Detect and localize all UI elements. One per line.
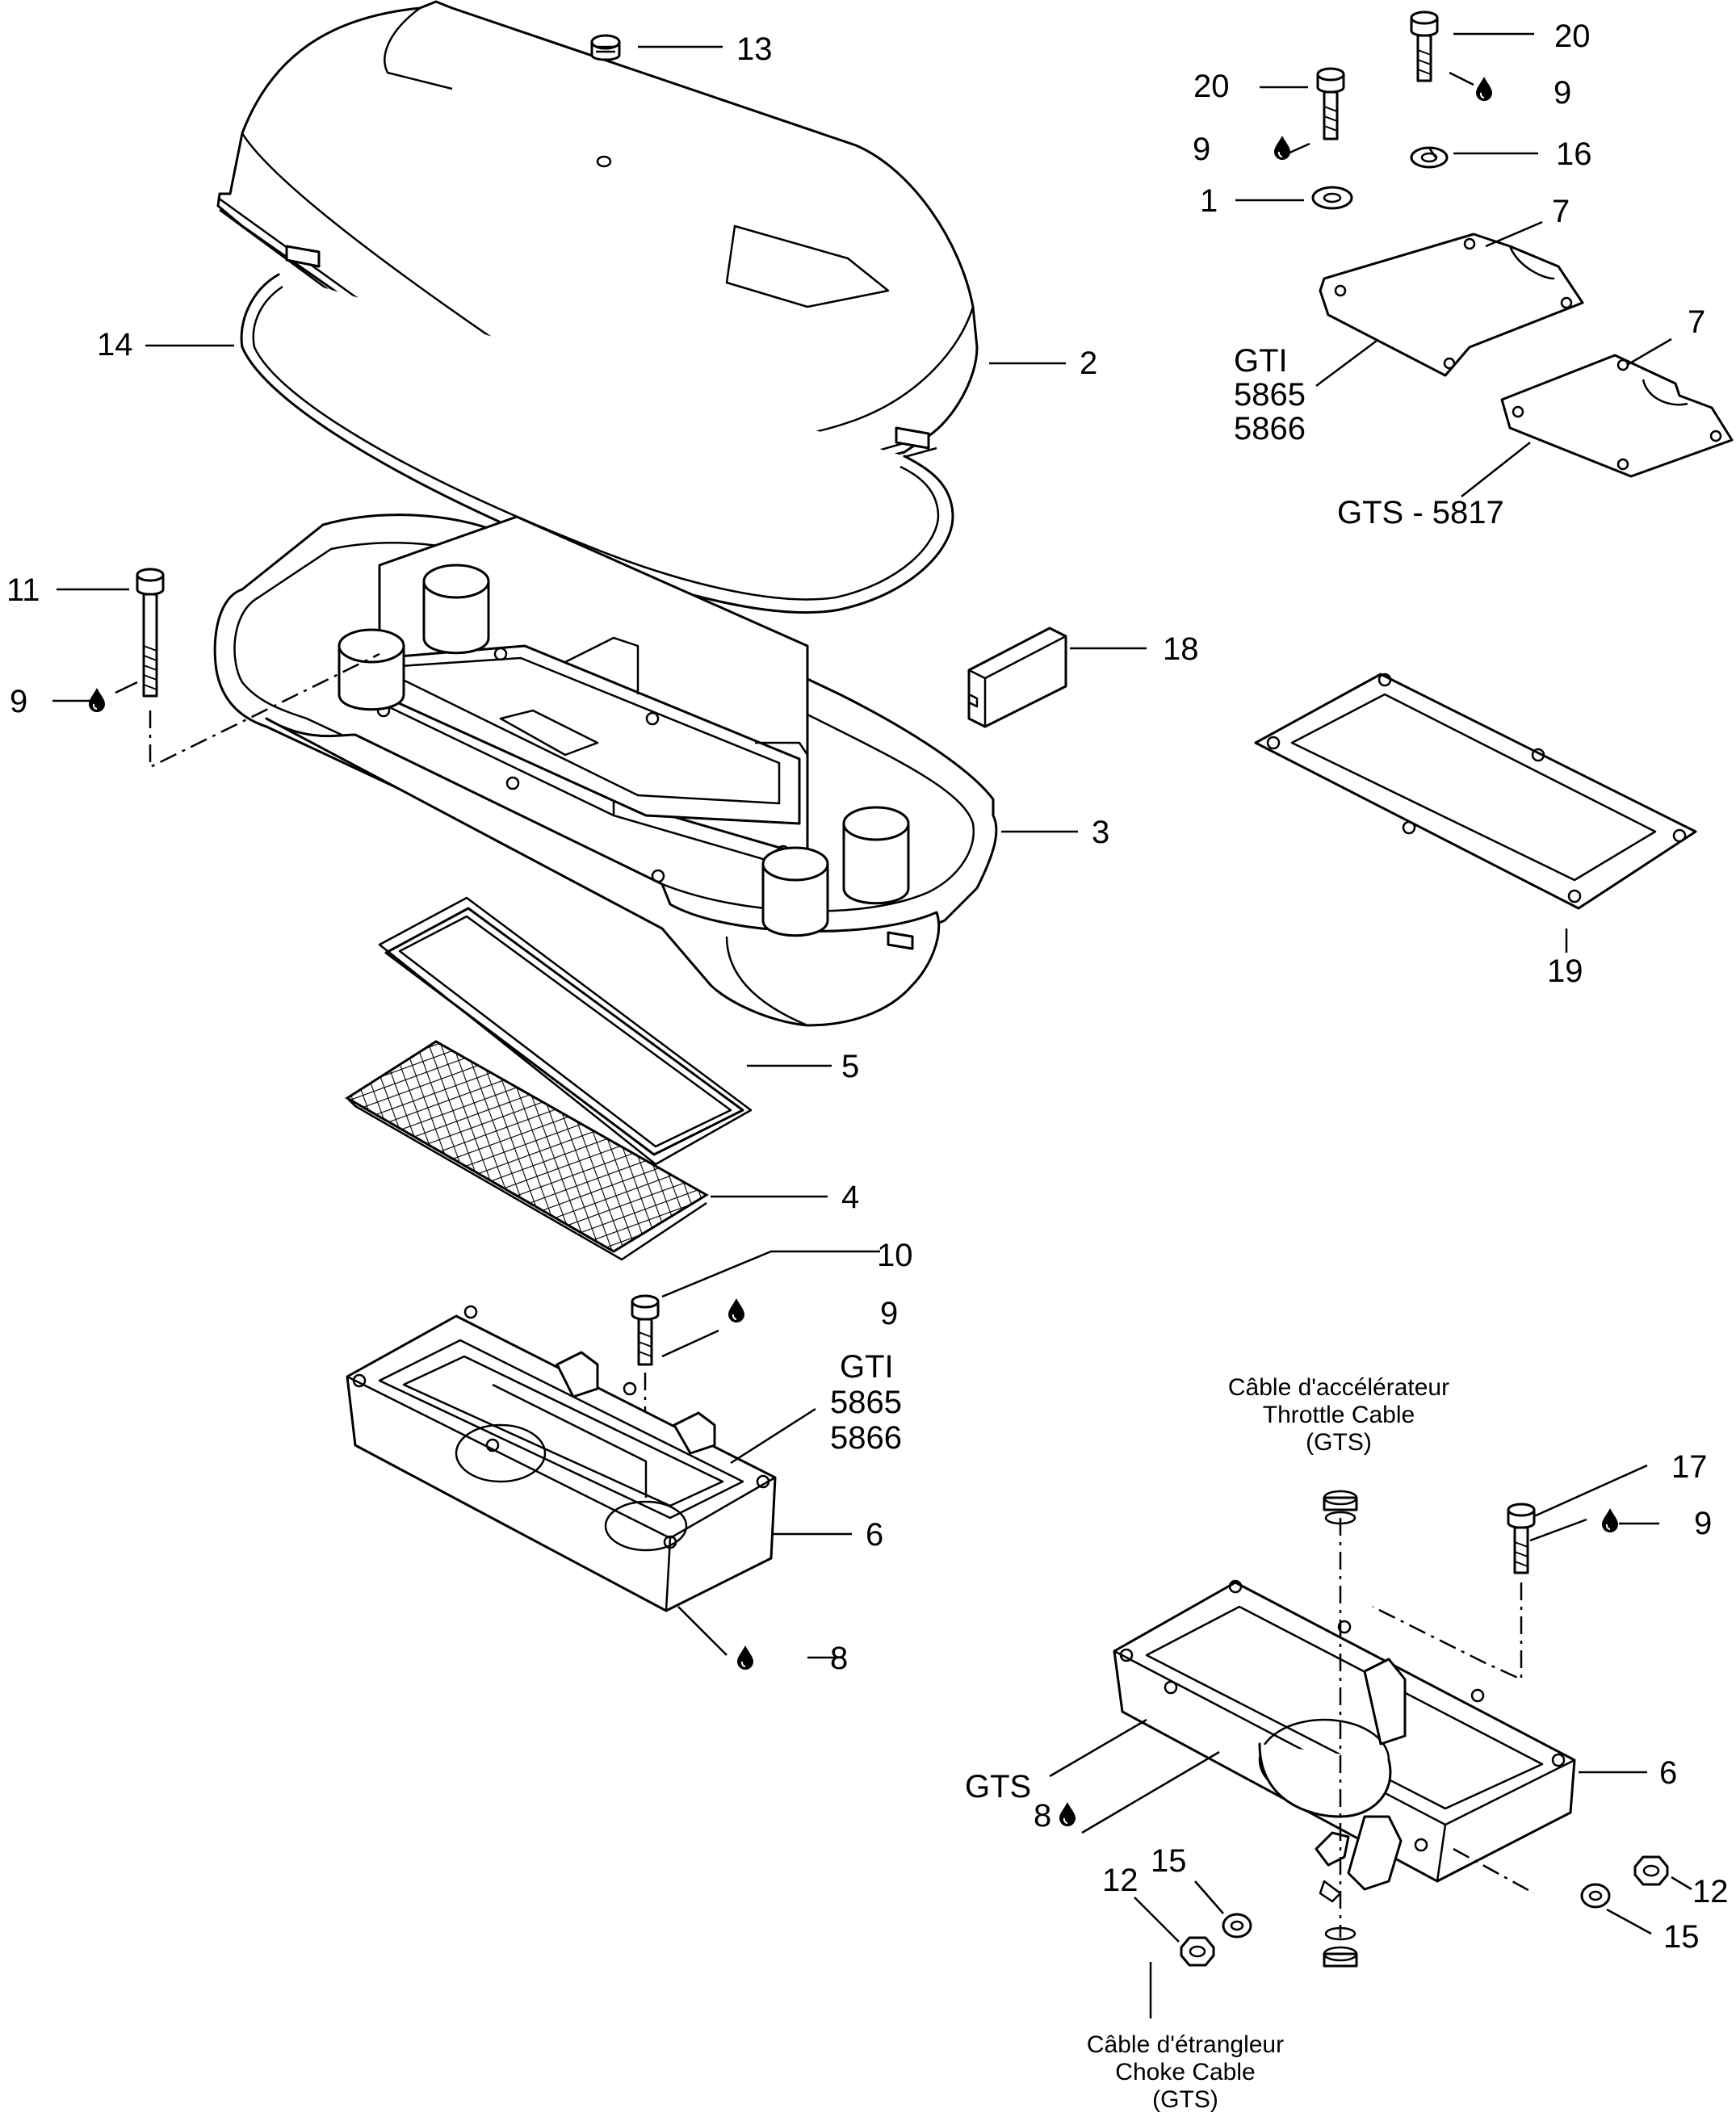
bolt-11 — [136, 568, 165, 698]
choke-caption-en: Choke Cable — [1115, 2059, 1255, 2085]
variant-gts-top: GTS - 5817 — [1337, 495, 1504, 530]
screw-10 — [631, 1294, 660, 1366]
choke-nut-bottom — [1323, 1926, 1358, 1968]
filter-frame — [378, 896, 753, 1166]
callout-6: 6 — [866, 1517, 883, 1553]
washer-15-left — [1222, 1913, 1252, 1939]
carburetor-adapter-gts — [1113, 1579, 1576, 1903]
callout-15: 15 — [1663, 1919, 1700, 1955]
callout-12: 12 — [1102, 1863, 1138, 1898]
callout-12: 12 — [1692, 1874, 1729, 1909]
throttle-caption-en: Throttle Cable — [1263, 1402, 1415, 1428]
callout-20: 20 — [1193, 69, 1230, 104]
callout-9: 9 — [1554, 75, 1571, 111]
throttle-caption-model: (GTS) — [1306, 1429, 1372, 1456]
drop-icon — [89, 688, 105, 712]
nut-12-right — [1633, 1855, 1669, 1886]
callout-20: 20 — [1554, 19, 1591, 54]
nut-right-centerline — [1453, 1847, 1535, 1895]
choke-caption-fr: Câble d'étrangleur — [1087, 2031, 1284, 2058]
callout-8: 8 — [830, 1641, 848, 1676]
screw-20-a — [1410, 10, 1439, 82]
callout-9: 9 — [1694, 1506, 1712, 1541]
throttle-nut-top — [1323, 1490, 1358, 1525]
callout-7: 7 — [1552, 194, 1570, 229]
variant-gts-low: GTS — [965, 1769, 1031, 1805]
callout-6: 6 — [1659, 1755, 1677, 1791]
leader-lines — [52, 32, 1692, 2018]
choke-caption-model: (GTS) — [1152, 2086, 1218, 2113]
screw-17-centerline — [1372, 1582, 1523, 1681]
callout-9: 9 — [880, 1296, 898, 1331]
plate-7-gti — [1319, 233, 1584, 377]
washer-15-right — [1580, 1883, 1611, 1909]
throttle-caption-fr: Câble d'accélérateur — [1228, 1374, 1449, 1401]
variant-gti-top: GTI — [1234, 343, 1288, 379]
callout-9: 9 — [10, 684, 27, 719]
drop-icon — [728, 1298, 744, 1322]
clip-18 — [967, 627, 1067, 728]
plate-7-gts — [1500, 354, 1734, 478]
variant-gti-top: 5866 — [1234, 411, 1306, 446]
callout-4: 4 — [841, 1180, 859, 1215]
callout-labels: 13 20 20 9 9 16 1 7 7 14 2 11 9 18 3 19 … — [6, 19, 1729, 1955]
callout-7: 7 — [1688, 304, 1705, 340]
lock-washer-16 — [1410, 146, 1449, 169]
callout-16: 16 — [1556, 136, 1592, 172]
screw-20-b — [1316, 67, 1345, 140]
nut-12-left — [1180, 1936, 1215, 1967]
variant-labels: GTI 5865 5866 GTS - 5817 GTI 5865 5866 G… — [830, 343, 1504, 1805]
air-box-base — [213, 513, 998, 1027]
callout-11: 11 — [6, 572, 40, 608]
drop-icon — [1274, 136, 1290, 160]
carburetor-adapter-gti — [346, 1305, 777, 1612]
callout-17: 17 — [1671, 1449, 1708, 1485]
callout-8: 8 — [1034, 1798, 1051, 1834]
variant-gti-mid: 5865 — [830, 1385, 902, 1420]
callout-2: 2 — [1080, 346, 1097, 381]
callout-10: 10 — [877, 1238, 913, 1273]
callout-5: 5 — [841, 1049, 859, 1084]
drop-icon — [1476, 77, 1492, 101]
filter-mesh — [345, 1040, 709, 1261]
callout-3: 3 — [1092, 815, 1109, 850]
callout-1: 1 — [1200, 183, 1218, 219]
callout-9: 9 — [1193, 132, 1210, 167]
callout-13: 13 — [736, 31, 773, 67]
variant-gti-mid: 5866 — [830, 1420, 902, 1456]
cable-captions: Câble d'accélérateur Throttle Cable (GTS… — [1087, 1374, 1449, 2113]
callout-14: 14 — [97, 327, 133, 363]
callout-15: 15 — [1151, 1843, 1187, 1879]
cap-plug — [590, 34, 621, 61]
variant-gti-top: 5865 — [1234, 377, 1306, 413]
flat-washer-1 — [1311, 186, 1353, 210]
drop-icon — [1059, 1802, 1076, 1826]
drop-icon — [1602, 1508, 1618, 1532]
screw-17 — [1507, 1503, 1536, 1574]
gasket-19 — [1254, 673, 1697, 910]
drop-icon — [737, 1645, 753, 1670]
callout-19: 19 — [1547, 954, 1583, 989]
variant-gti-mid: GTI — [840, 1349, 894, 1385]
callout-18: 18 — [1163, 631, 1199, 667]
